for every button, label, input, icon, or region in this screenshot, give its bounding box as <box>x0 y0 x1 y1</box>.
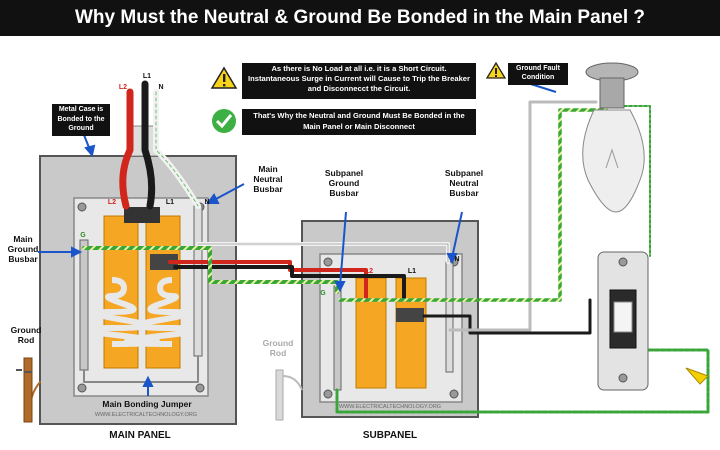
tag-l1-main: L1 <box>165 199 175 206</box>
bonding-note: That's Why the Neutral and Ground Must B… <box>242 109 476 135</box>
tag-l2-main: L2 <box>107 199 117 206</box>
main-neutral-busbar <box>193 205 203 357</box>
watermark-main: WWW.ELECTRICALTECHNOLOGY.ORG <box>94 412 198 418</box>
ground-fault-label: Ground Fault Condition <box>508 63 568 85</box>
ground-rod-main-label: Ground Rod <box>10 325 42 345</box>
tag-l1-sub: L1 <box>407 268 417 275</box>
light-bulb <box>582 109 645 213</box>
main-ground-busbar <box>79 239 89 371</box>
pointer-arrows <box>38 79 557 396</box>
subpanel-inner-plate <box>319 253 463 403</box>
switch-toggle <box>613 301 633 333</box>
page-title: Why Must the Neutral & Ground Be Bonded … <box>74 7 646 28</box>
sub-busbar-right <box>395 277 427 389</box>
light-socket <box>599 77 625 109</box>
tag-n-sub: N <box>454 256 460 263</box>
main-panel-inner-plate <box>73 197 209 397</box>
tag-l1-top: L1 <box>142 73 152 80</box>
main-bonding-jumper-label: Main Bonding Jumper <box>102 399 192 409</box>
tag-g-main: G <box>80 232 86 239</box>
light-fixture <box>582 62 645 213</box>
sub-busbar-left <box>355 277 387 389</box>
main-breaker <box>124 207 160 223</box>
wire-nut <box>685 367 709 385</box>
check-icon <box>212 109 236 133</box>
tag-l2-sub: L2 <box>364 268 374 275</box>
subpanel <box>301 220 479 418</box>
wiring-diagram <box>16 61 710 425</box>
subpanel-ground-busbar-label: Subpanel Ground Busbar <box>324 168 364 198</box>
l2-wire <box>119 88 134 210</box>
tag-g-sub: G <box>320 290 326 297</box>
subpanel-neutral-busbar-label: Subpanel Neutral Busbar <box>444 168 484 198</box>
tag-n-top: N <box>158 84 164 91</box>
title-bar <box>0 0 720 36</box>
main-ground-busbar-label: Main Ground Busbar <box>7 234 39 264</box>
branch-hot <box>422 298 592 335</box>
tag-l2-top: L2 <box>118 84 128 91</box>
ground-rod-sub <box>275 369 303 421</box>
short-circuit-note: As there is No Load at all i.e. it is a … <box>242 63 476 99</box>
sub-branch-breaker <box>396 308 424 322</box>
ground-rod-main <box>16 357 33 423</box>
branch-ground <box>338 108 608 302</box>
main-neutral-busbar-label: Main Neutral Busbar <box>253 164 283 194</box>
branch-breaker <box>150 254 178 270</box>
main-panel <box>39 155 237 425</box>
metal-case-label: Metal Case is Bonded to the Ground <box>52 104 110 136</box>
subpanel-label: SUBPANEL <box>362 430 418 441</box>
watermark-sub: WWW.ELECTRICALTECHNOLOGY.ORG <box>338 404 442 410</box>
branch-neutral <box>448 100 598 332</box>
ground-fault-warning-icon <box>485 61 507 79</box>
equipment-ground-wire <box>335 348 710 414</box>
tag-n-main: N <box>204 199 210 206</box>
l1-wire <box>141 80 156 210</box>
warning-icon <box>210 66 238 89</box>
ground-rod-sub-label: Ground Rod <box>262 338 294 358</box>
main-panel-label: MAIN PANEL <box>109 430 171 441</box>
feeder-l1 <box>173 265 406 302</box>
main-bonding-jumper <box>83 355 199 383</box>
light-switch <box>597 251 709 391</box>
